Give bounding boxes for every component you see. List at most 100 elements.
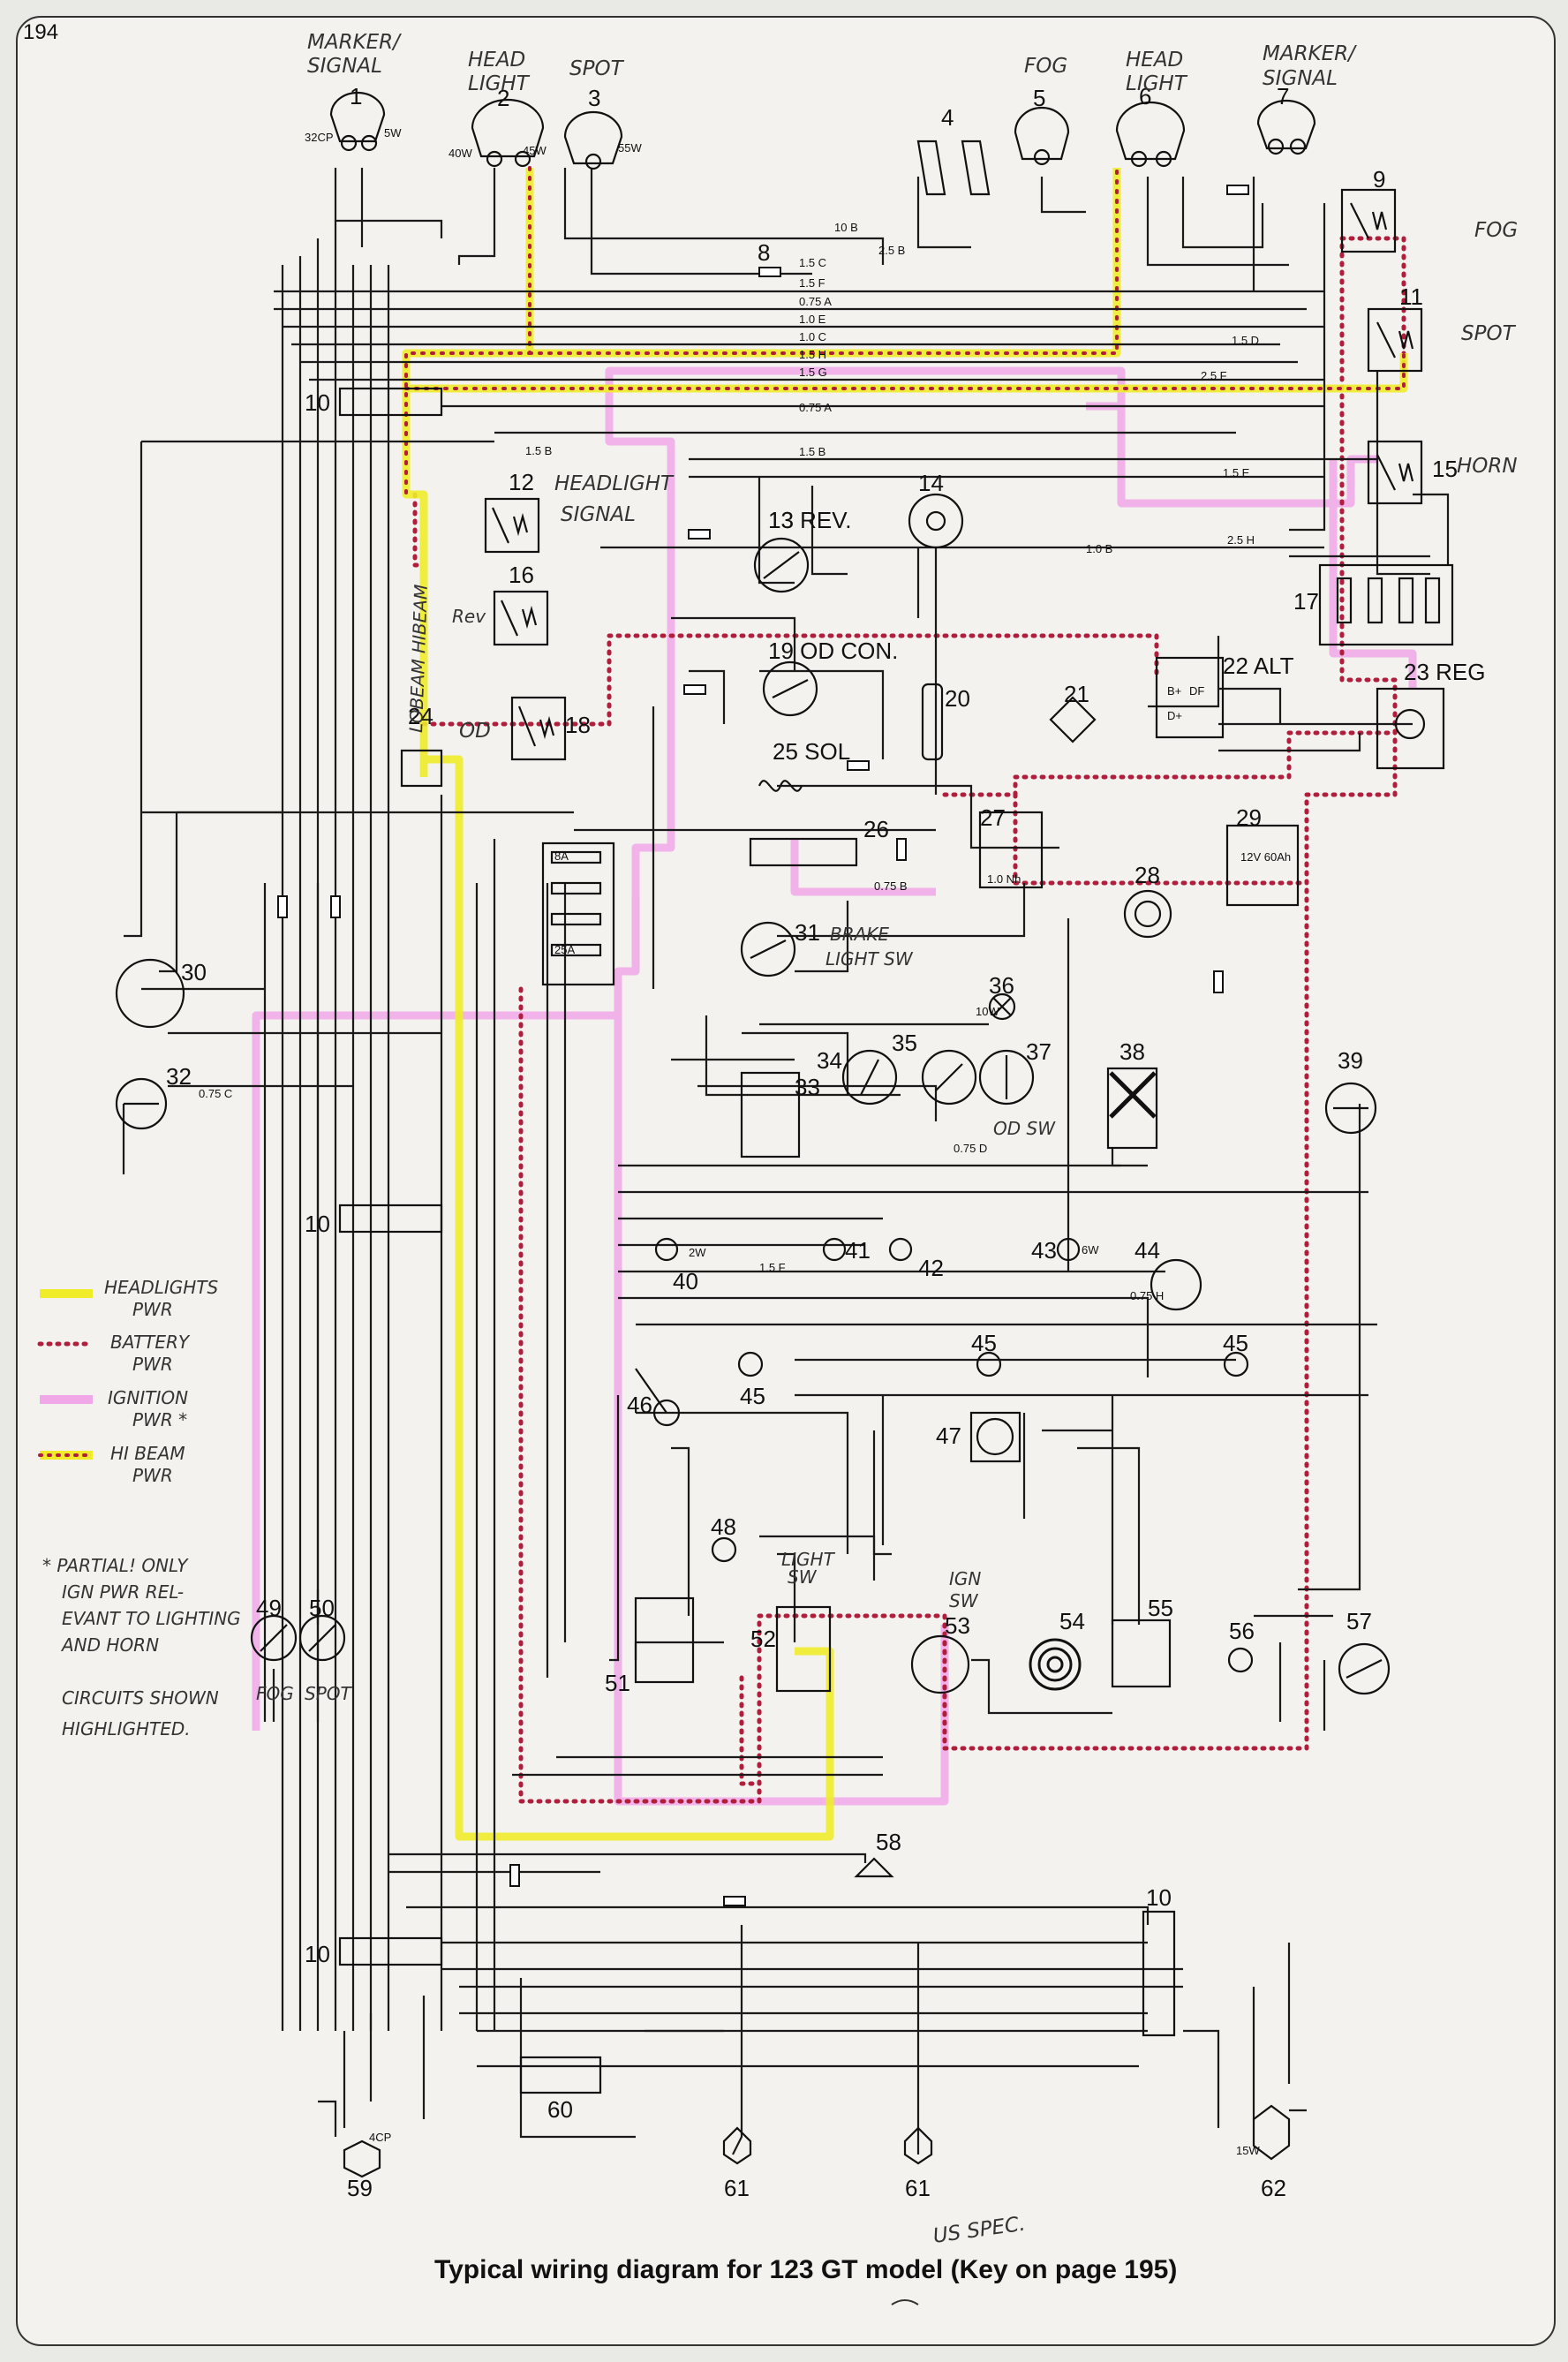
headlight-highlight: [402, 168, 1408, 1841]
num-42: 42: [918, 1255, 944, 1281]
footnote-line-6: HIGHLIGHTED.: [62, 1718, 191, 1739]
hibeam-dots: [404, 166, 1406, 496]
num-61b: 61: [905, 2175, 931, 2201]
handwritten-labels: MARKER/ SIGNAL HEAD LIGHT SPOT FOG HEAD …: [256, 31, 1518, 1704]
sol-label: 25 SOL: [773, 738, 850, 765]
box-27: [978, 811, 1044, 889]
horn-54: [1029, 1638, 1082, 1691]
num-45c: 45: [1223, 1330, 1248, 1356]
rating: 15W: [1236, 2144, 1260, 2157]
lamp-36: [988, 992, 1016, 1021]
legend-battery-1: BATTERY: [110, 1332, 191, 1353]
num-27: 27: [980, 804, 1006, 831]
switch-51: [634, 1596, 695, 1684]
switch-37: [978, 1049, 1035, 1106]
lamp-5-fog: [1014, 106, 1070, 166]
rev-label: Rev: [452, 606, 486, 627]
lamps-45: [737, 1351, 1249, 1377]
wire-label: 0.75 B: [874, 879, 908, 893]
lamp-6-headlight: [1115, 101, 1186, 168]
relay-12-headlight-signal: [484, 497, 540, 554]
horn-28: [1123, 889, 1172, 939]
relay-9-fog: [1340, 188, 1397, 253]
num-62: 62: [1261, 2175, 1286, 2201]
num-55: 55: [1148, 1595, 1173, 1621]
num-50: 50: [309, 1595, 335, 1621]
wire-label: 10 B: [834, 221, 858, 234]
pointer-46: [635, 1368, 681, 1427]
wire-label: 1.5 G: [799, 366, 827, 379]
rating: 2W: [689, 1246, 706, 1259]
num-29: 29: [1236, 804, 1262, 831]
gauge-30: [115, 958, 185, 1029]
footnote-line-3: EVANT TO LIGHTING: [62, 1608, 241, 1629]
head-right-2: LIGHT: [1126, 72, 1188, 95]
num-8: 8: [758, 239, 770, 266]
brake-light-2: LIGHT SW: [825, 948, 914, 970]
legend-ignition-1: IGNITION: [108, 1387, 188, 1408]
wire-label: 0.75 A: [799, 295, 832, 308]
wire-label: 1.5 B: [525, 444, 552, 457]
wire-label: 1.5 H: [799, 348, 826, 361]
num-37: 37: [1026, 1038, 1052, 1065]
num-34: 34: [817, 1047, 842, 1074]
num-15: 15: [1432, 456, 1458, 482]
num-41: 41: [845, 1237, 871, 1264]
wire-label: 2.5 F: [1201, 369, 1227, 382]
switch-52-light: [775, 1605, 832, 1693]
ign-sw-2: SW: [949, 1590, 979, 1611]
switch-35-od: [921, 1049, 977, 1106]
num-30: 30: [181, 959, 207, 985]
wire-label: 1.5 D: [1232, 334, 1259, 347]
num-11: 11: [1399, 283, 1423, 310]
legend-headlights-1: HEADLIGHTS: [104, 1277, 219, 1298]
switch-53-ign: [910, 1634, 970, 1694]
num-10-bottom: 10: [305, 1941, 330, 1967]
spot-relay-label: SPOT: [1461, 322, 1517, 345]
num-56: 56: [1229, 1618, 1255, 1644]
headlight-signal-2: SIGNAL: [561, 503, 636, 526]
rating: 10W: [976, 1005, 999, 1018]
page-number: 194: [23, 20, 58, 44]
legend-ignition-2: PWR *: [132, 1409, 187, 1430]
fuse-symbols: [277, 185, 1249, 1906]
wire-label: 2.5 H: [1227, 533, 1255, 547]
switch-33: [740, 1071, 801, 1158]
num-1: 1: [350, 83, 362, 109]
lobeam-hibeam-label: LOBEAM HIBEAM: [405, 584, 432, 733]
wire-label: 1.5 C: [799, 256, 826, 269]
footnote: * PARTIAL! ONLY IGN PWR REL- EVANT TO LI…: [42, 1555, 241, 1739]
wire-labels: 1.5 C 1.5 F 0.75 A 1.0 E 1.0 C 1.5 H 1.5…: [199, 221, 1259, 1302]
num-54: 54: [1059, 1608, 1085, 1634]
alternator-22: [1155, 656, 1225, 739]
relay-16-rev: [493, 590, 549, 646]
lamp-62: [1252, 2104, 1291, 2161]
lamp-59: [343, 2139, 381, 2178]
num-49: 49: [256, 1595, 282, 1621]
wire-label: 0.75 D: [954, 1142, 987, 1155]
brake-light-1: BRAKE: [830, 924, 889, 945]
od-sw-label: OD SW: [993, 1118, 1056, 1139]
footnote-line-5: CIRCUITS SHOWN: [62, 1687, 219, 1709]
horn-4: [916, 140, 991, 196]
odcon-label: 19 OD CON.: [768, 638, 898, 664]
num-3: 3: [588, 85, 600, 111]
num-48: 48: [711, 1513, 736, 1540]
rating: DF: [1189, 684, 1204, 698]
lamp-7-marker-signal: [1256, 99, 1316, 155]
num-16: 16: [509, 562, 534, 588]
horn-relay-label: HORN: [1457, 455, 1518, 478]
num-43: 43: [1031, 1237, 1057, 1264]
connector-10-bottom: [338, 1936, 443, 1966]
od-label: OD: [459, 720, 491, 743]
num-51: 51: [605, 1670, 630, 1696]
fog-bottom: FOG: [256, 1683, 294, 1704]
rating: 4CP: [369, 2131, 391, 2144]
fuse-box-17a: [541, 841, 615, 986]
num-12: 12: [509, 469, 534, 495]
num-31: 31: [795, 919, 820, 946]
battery-29: [1225, 824, 1300, 907]
footnote-line-1: * PARTIAL! ONLY: [42, 1555, 189, 1576]
legend-battery-2: PWR: [132, 1354, 173, 1375]
